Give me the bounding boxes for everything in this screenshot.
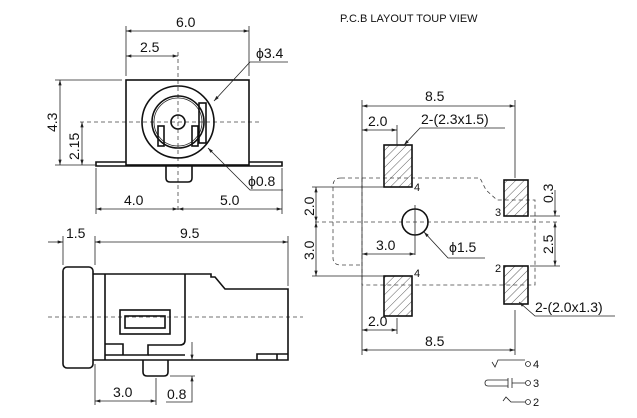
pad-4-top (383, 144, 413, 188)
pin-label: 4 (414, 182, 420, 194)
pad-3 (503, 179, 529, 217)
schematic-pin: 3 (533, 378, 539, 390)
dim-length: 9.5 (180, 225, 200, 241)
dim-foot-height: 0.8 (167, 386, 187, 402)
pad-4-bottom (383, 275, 413, 317)
schematic-pin: 2 (533, 397, 539, 409)
dim-hole-x: 3.0 (376, 237, 396, 253)
dim-foot-pos: 3.0 (113, 384, 133, 400)
dim-left: 4.0 (124, 192, 144, 208)
pcb-layout: P.C.B LAYOUT TOUP VIEW 8.5 2.0 2-(2.3x1.… (301, 13, 615, 355)
dim-r-lower: 2.5 (540, 234, 556, 254)
front-view: 6.0 2.5 ϕ3.4 ϕ0.8 4.3 2.15 4.0 5.0 (44, 14, 288, 214)
dim-offset: 2.5 (140, 39, 160, 55)
dim-pad-offset-top: 2.0 (368, 113, 388, 129)
dim-v-lower: 3.0 (301, 240, 317, 260)
dim-pin-diameter: ϕ0.8 (248, 173, 276, 189)
dim-outer-diameter: ϕ3.4 (256, 45, 284, 61)
pad-2 (503, 265, 529, 305)
dim-right: 5.0 (220, 192, 240, 208)
pin-schematic: 4 3 2 (484, 359, 539, 409)
side-view: 1.5 9.5 3.0 0.8 (48, 225, 303, 405)
dim-width-top: 8.5 (425, 88, 445, 104)
pin-label: 4 (414, 268, 420, 280)
dim-v-upper: 2.0 (301, 196, 317, 216)
schematic-pin: 4 (533, 359, 539, 371)
dim-hole-diameter: ϕ1.5 (449, 239, 477, 255)
dim-pad-offset-bottom: 2.0 (368, 313, 388, 329)
dim-width-bottom: 8.5 (425, 333, 445, 349)
dim-width: 6.0 (176, 14, 196, 30)
pin-label: 3 (495, 207, 501, 219)
pad-note-bottom: 2-(2.0x1.3) (535, 299, 603, 315)
dim-center-height: 2.15 (66, 133, 82, 160)
pin-label: 2 (495, 263, 501, 275)
pad-note-top: 2-(2.3x1.5) (421, 111, 489, 127)
dim-height: 4.3 (44, 112, 60, 132)
dim-cap: 1.5 (66, 225, 86, 241)
pcb-title: P.C.B LAYOUT TOUP VIEW (340, 13, 478, 25)
dim-r-upper: 0.3 (540, 183, 556, 203)
